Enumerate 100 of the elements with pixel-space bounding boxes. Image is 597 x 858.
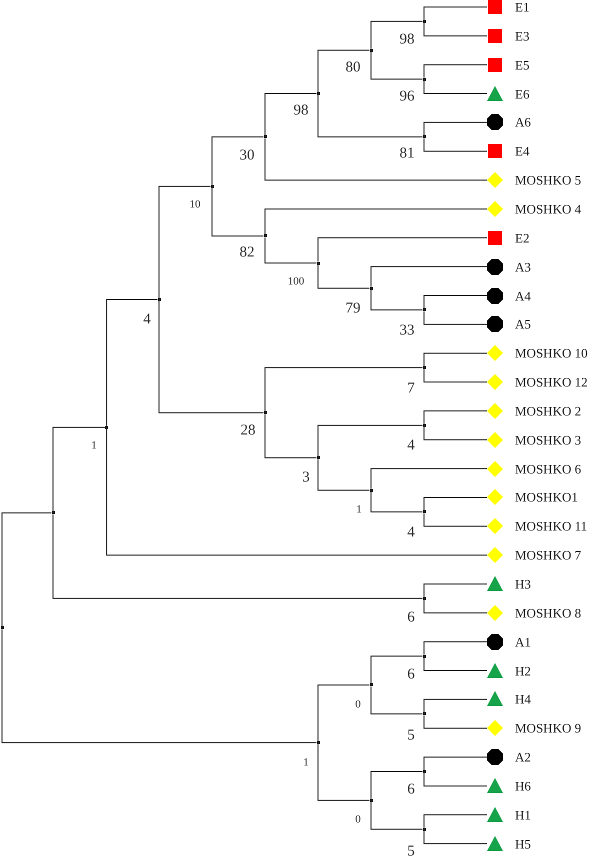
- taxon-label: MOSHKO 3: [515, 433, 582, 446]
- tree-branch: [158, 300, 264, 414]
- bootstrap-value: 98: [294, 104, 308, 118]
- bootstrap-value: 5: [407, 844, 415, 858]
- tree-branch: [424, 368, 488, 383]
- bootstrap-value: 98: [400, 32, 414, 48]
- bootstrap-value: 4: [407, 438, 415, 454]
- tree-branch: [424, 410, 488, 424]
- tree-branch: [370, 801, 423, 830]
- tree-branch: [2, 628, 317, 744]
- bootstrap-value: 79: [346, 302, 360, 316]
- tree-branch: [318, 424, 423, 457]
- taxon-label: MOSHKO 7: [515, 548, 582, 562]
- taxon-label: A1: [515, 635, 531, 648]
- taxon-label: E1: [515, 0, 530, 14]
- bootstrap-value: 1: [356, 504, 362, 516]
- bootstrap-value: 6: [407, 668, 415, 682]
- tree-branch: [318, 94, 423, 138]
- bootstrap-value: 28: [240, 424, 256, 438]
- taxon-label: H5: [515, 837, 531, 850]
- bootstrap-value: 4: [407, 526, 415, 540]
- bootstrap-value: 4: [143, 312, 151, 328]
- bootstrap-value: 0: [355, 700, 361, 710]
- tree-branch: [424, 6, 488, 20]
- taxon-label: MOSHKO 5: [515, 174, 582, 187]
- tree-branch: [424, 138, 488, 152]
- tree-branch: [424, 512, 488, 527]
- tree-branch: [370, 656, 423, 684]
- taxon-label: H2: [515, 664, 531, 678]
- bootstrap-value: 1: [303, 758, 309, 768]
- tree-branch: [318, 50, 370, 93]
- taxon-label: A4: [515, 289, 531, 302]
- bootstrap-value: 30: [240, 148, 254, 164]
- tree-branch: [212, 136, 264, 186]
- tree-branch: [424, 80, 488, 94]
- bootstrap-value: 82: [240, 246, 254, 260]
- tree-branch: [424, 496, 488, 511]
- tree-branch: [106, 299, 158, 426]
- tree-branch: [424, 698, 488, 713]
- tree-branch: [370, 771, 423, 800]
- bootstrap-value: 1: [91, 440, 97, 452]
- taxon-label: H4: [515, 692, 531, 706]
- tree-branch: [264, 367, 423, 412]
- tree-branch: [424, 830, 488, 844]
- tree-branch: [424, 295, 488, 309]
- taxon-label: A6: [515, 116, 531, 129]
- tree-branch: [370, 20, 423, 50]
- bootstrap-value: 10: [190, 200, 200, 210]
- taxon-label: A5: [515, 318, 531, 331]
- taxon-label: MOSHKO 12: [515, 376, 588, 389]
- tree-branch: [424, 756, 488, 771]
- tree-branch: [424, 64, 488, 78]
- tree-branch: [424, 599, 488, 614]
- taxon-label: MOSHKO1: [515, 490, 578, 504]
- taxon-label: E4: [515, 144, 530, 158]
- tree-branch: [318, 458, 370, 491]
- taxon-label: E6: [515, 87, 530, 100]
- tree-branch: [424, 657, 488, 672]
- tree-branch: [106, 428, 488, 556]
- bootstrap-value: 6: [407, 610, 415, 626]
- taxon-label: MOSHKO 8: [515, 606, 582, 620]
- taxon-label: E3: [515, 29, 530, 42]
- tree-branch: [424, 122, 488, 136]
- tree-branch: [264, 93, 317, 136]
- tree-branch: [370, 468, 488, 490]
- tree-branch: [212, 187, 264, 236]
- tree-branch: [370, 266, 488, 288]
- tree-branch: [424, 641, 488, 656]
- taxon-label: E5: [515, 58, 530, 72]
- bootstrap-value: 5: [407, 728, 415, 744]
- taxon-label: MOSHKO 9: [515, 722, 582, 735]
- bootstrap-value: 81: [400, 146, 414, 162]
- bootstrap-value: 80: [346, 60, 360, 76]
- taxon-label: MOSHKO 6: [515, 462, 582, 476]
- taxon-label: A2: [515, 750, 531, 764]
- tree-branch: [318, 237, 488, 262]
- tree-branch: [370, 686, 423, 714]
- tree-branch: [264, 208, 488, 235]
- bootstrap-value: 100: [288, 276, 304, 288]
- tree-branch: [264, 414, 317, 458]
- tree-branch: [2, 512, 52, 627]
- tree-branch: [370, 491, 423, 512]
- tree-branch: [264, 237, 317, 264]
- tree-branch: [370, 289, 423, 310]
- bootstrap-value: 7: [407, 382, 415, 396]
- taxon-label: H6: [515, 779, 531, 792]
- taxon-label: MOSHKO 4: [515, 202, 582, 216]
- tree-branch: [370, 51, 423, 80]
- tree-branch: [424, 584, 488, 598]
- taxon-label: H3: [515, 578, 531, 590]
- bootstrap-value: 96: [400, 90, 414, 104]
- tree-branch: [52, 426, 106, 512]
- tree-branch: [318, 744, 370, 801]
- bootstrap-value: 33: [400, 324, 414, 338]
- taxon-label: MOSHKO 11: [515, 520, 588, 533]
- tree-branch: [424, 814, 488, 828]
- taxon-label: H1: [515, 808, 531, 822]
- tree-branch: [424, 22, 488, 36]
- tree-branch: [424, 714, 488, 729]
- bootstrap-value: 3: [302, 470, 310, 486]
